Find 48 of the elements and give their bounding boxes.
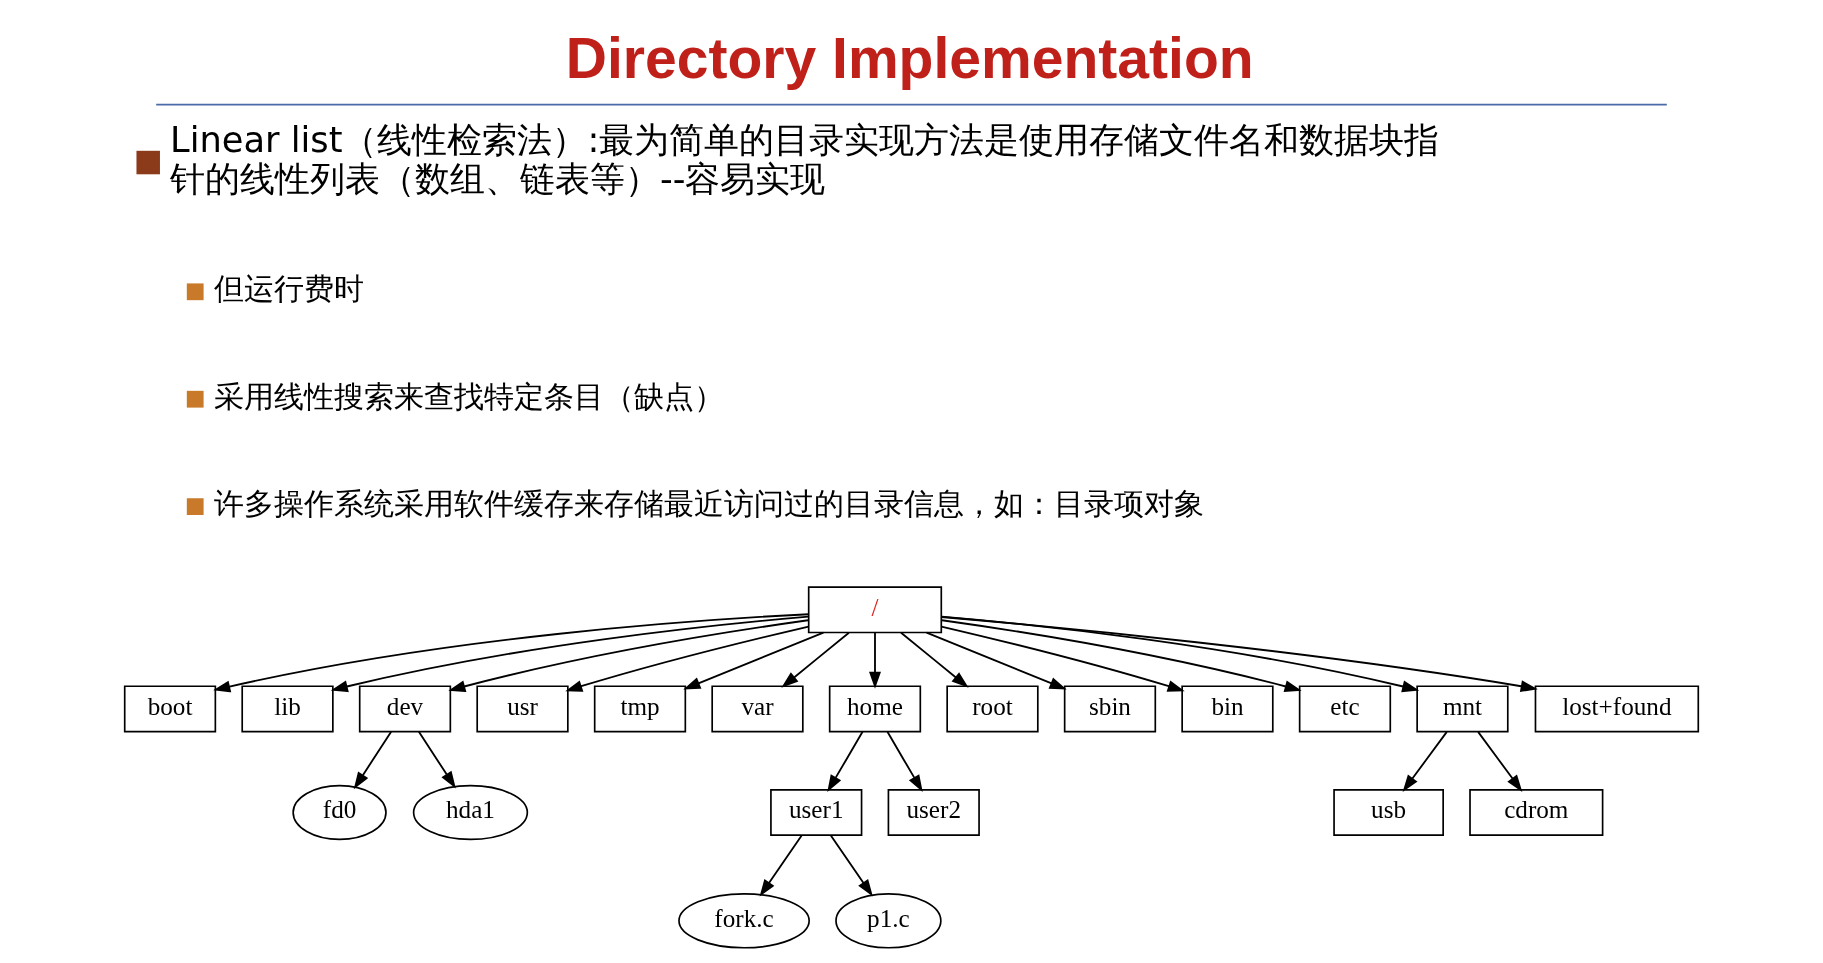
node-ellipse: fd0: [292, 784, 387, 841]
node-box: lost+found: [1534, 685, 1700, 733]
arrow: [448, 619, 809, 693]
node-box: var: [711, 685, 804, 733]
node-box: tmp: [593, 685, 687, 733]
node-ellipse: p1.c: [835, 893, 942, 949]
label: 但运行费时: [213, 271, 364, 307]
label: Linear list（线性检索法）:最为简单的目录实现方法是使用存储文件名和数据块指针的线性列表（数组、链表等）--容易实现: [170, 119, 1440, 199]
arrow: [869, 631, 881, 689]
arrow: [900, 631, 969, 688]
arrow: [925, 631, 1067, 690]
node-ellipse: fork.c: [678, 893, 810, 949]
arrow: [940, 625, 1185, 692]
arrow: [941, 619, 1302, 693]
node-box: /: [807, 586, 943, 634]
node-box: user2: [887, 789, 980, 837]
node-box: cdrom: [1469, 789, 1604, 837]
arrow: [827, 730, 864, 793]
arrow: [565, 625, 810, 692]
node-box: home: [828, 685, 922, 733]
arrow: [829, 834, 873, 897]
arrow: [1402, 730, 1448, 792]
node-box: mnt: [1416, 685, 1509, 733]
node-box: root: [946, 685, 1039, 733]
arrow: [683, 631, 825, 690]
arrow: [353, 730, 393, 790]
node-box: lib: [241, 685, 334, 733]
arrow: [940, 616, 1538, 693]
arrow: [759, 834, 803, 897]
arrow: [1477, 730, 1523, 792]
node-box: boot: [123, 685, 217, 733]
arrow: [940, 615, 1420, 693]
node-box: etc: [1298, 685, 1392, 733]
node-box: bin: [1181, 685, 1274, 733]
node-box: usr: [476, 685, 569, 733]
node-box: user1: [770, 789, 863, 837]
node-box: usb: [1333, 789, 1444, 837]
arrow: [886, 730, 923, 793]
arrow: [213, 613, 810, 693]
label: 许多操作系统采用软件缓存来存储最近访问过的目录信息，如：目录项对象: [213, 486, 1204, 522]
arrow: [781, 631, 850, 688]
node-box: dev: [358, 685, 452, 733]
arrow: [330, 615, 810, 693]
node-ellipse: hda1: [412, 784, 529, 841]
diagram-title: Directory Implementation: [565, 26, 1254, 91]
label: 采用线性搜索来查找特定条目（缺点）: [213, 378, 724, 414]
node-box: sbin: [1063, 685, 1157, 733]
arrow: [417, 730, 456, 789]
